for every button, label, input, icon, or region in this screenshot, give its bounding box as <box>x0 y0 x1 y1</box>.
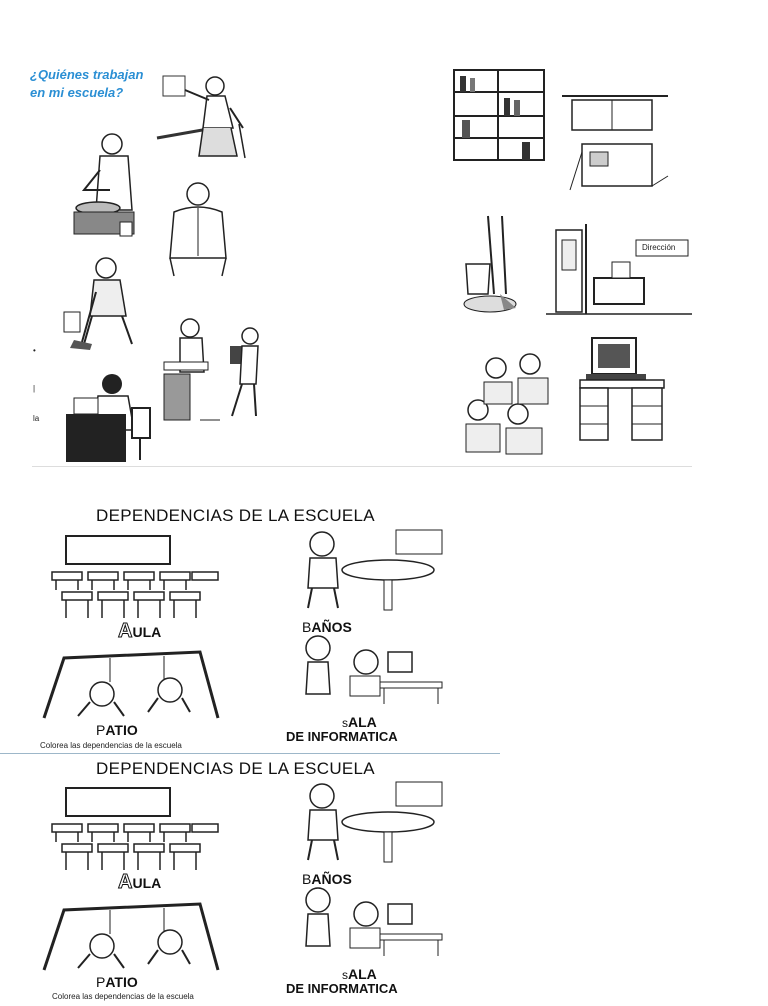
sheet2-sala-label: sALA <box>342 966 377 982</box>
sheet2-patio-illustration <box>40 898 220 973</box>
sheet-separator <box>0 753 500 754</box>
janitor-illustration <box>60 252 150 352</box>
principal-office-illustration <box>546 222 694 322</box>
bookshelf-illustration <box>452 68 547 163</box>
top-right-bottom-rule <box>460 466 692 467</box>
edge-fragment: • <box>33 346 36 355</box>
sheet1-title: DEPENDENCIAS DE LA ESCUELA <box>96 506 375 525</box>
sheet1-instruction: Colorea las dependencias de la escuela <box>40 741 182 750</box>
sheet1-sala-label: sALA <box>342 714 377 730</box>
workers-title: ¿Quiénes trabajan en mi escuela? <box>30 66 143 102</box>
cook-illustration <box>70 130 145 240</box>
sheet1-informatica-label: DE INFORMATICA <box>286 729 398 744</box>
sheet2-title: DEPENDENCIAS DE LA ESCUELA <box>96 759 375 778</box>
computer-desk-illustration <box>576 334 668 444</box>
sheet2-aula-illustration <box>46 786 226 876</box>
sheet2-patio-label: PATIO <box>96 974 138 990</box>
sheet2-banos-illustration <box>292 778 447 868</box>
sheet2-banos-label: BAÑOS <box>302 871 352 887</box>
sheet1-patio-illustration <box>40 646 220 721</box>
direccion-sign: Dirección <box>642 243 676 252</box>
children-classroom-illustration <box>462 352 562 462</box>
sheet1-patio-label: PATIO <box>96 722 138 738</box>
sheet2-instruction: Colorea las dependencias de la escuela <box>52 992 194 1001</box>
sheet1-aula-illustration <box>46 534 226 624</box>
edge-fragment: la <box>33 414 40 423</box>
sheet2-aula-label: AULA <box>117 871 162 894</box>
sheet1-banos-label: BAÑOS <box>302 619 352 635</box>
kitchen-illustration <box>560 92 670 192</box>
workers-title-line1: ¿Quiénes trabajan <box>30 67 144 82</box>
sheet1-sala-informatica-illustration <box>300 632 445 707</box>
workers-title-line2: en mi escuela? <box>30 85 124 100</box>
man-illustration <box>160 178 235 278</box>
sheet1-aula-label: AULA <box>117 620 162 643</box>
sheet1-banos-illustration <box>292 526 447 616</box>
sheet2-sala-informatica-illustration <box>300 884 445 959</box>
edge-fragment: | <box>33 384 36 393</box>
librarian-illustration <box>160 312 270 427</box>
top-left-bottom-rule <box>32 466 477 467</box>
teacher-illustration <box>155 68 265 163</box>
sheet2-informatica-label: DE INFORMATICA <box>286 981 398 996</box>
mop-bucket-illustration <box>460 212 530 317</box>
secretary-illustration <box>62 368 157 468</box>
